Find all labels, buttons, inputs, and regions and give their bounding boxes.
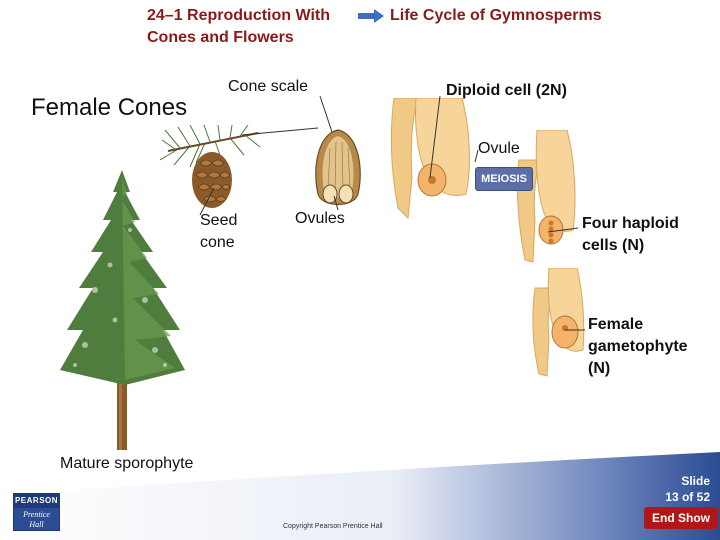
four-haploid-label-line2: cells (N): [582, 235, 644, 257]
female-gametophyte-label-line2: gametophyte: [588, 336, 688, 358]
slide-counter-label: Slide: [640, 473, 710, 489]
callout-cone-scale: [242, 128, 318, 135]
mature-sporophyte-label: Mature sporophyte: [60, 453, 193, 475]
pearson-logo-text: PEARSON: [14, 494, 59, 508]
callout-diploid-cell: [430, 96, 440, 178]
cone-scale-label: Cone scale: [228, 76, 308, 98]
ovules-label: Ovules: [295, 208, 345, 230]
ovule-label: Ovule: [478, 138, 520, 160]
diploid-cell-label: Diploid cell (2N): [446, 80, 567, 102]
prentice-hall-logo-line1: Prentice: [14, 510, 59, 520]
four-haploid-label-line1: Four haploid: [582, 213, 679, 235]
slide-counter: Slide 13 of 52: [640, 473, 710, 505]
end-show-button[interactable]: End Show: [644, 507, 718, 529]
slide-counter-value: 13 of 52: [640, 489, 710, 505]
meiosis-badge: MEIOSIS: [475, 167, 533, 191]
callout-four-haploid: [548, 228, 578, 232]
callout-cone-scale-2: [320, 96, 332, 132]
copyright-text: Copyright Pearson Prentice Hall: [283, 523, 383, 530]
female-gametophyte-label-line3: (N): [588, 358, 610, 380]
prentice-hall-logo-text: Prentice Hall: [14, 508, 59, 530]
seed-cone-label-line2: cone: [200, 232, 235, 254]
prentice-hall-logo-line2: Hall: [14, 520, 59, 530]
seed-cone-label-line1: Seed: [200, 210, 237, 232]
pearson-logo: PEARSON Prentice Hall: [13, 493, 60, 531]
female-gametophyte-label-line1: Female: [588, 314, 643, 336]
